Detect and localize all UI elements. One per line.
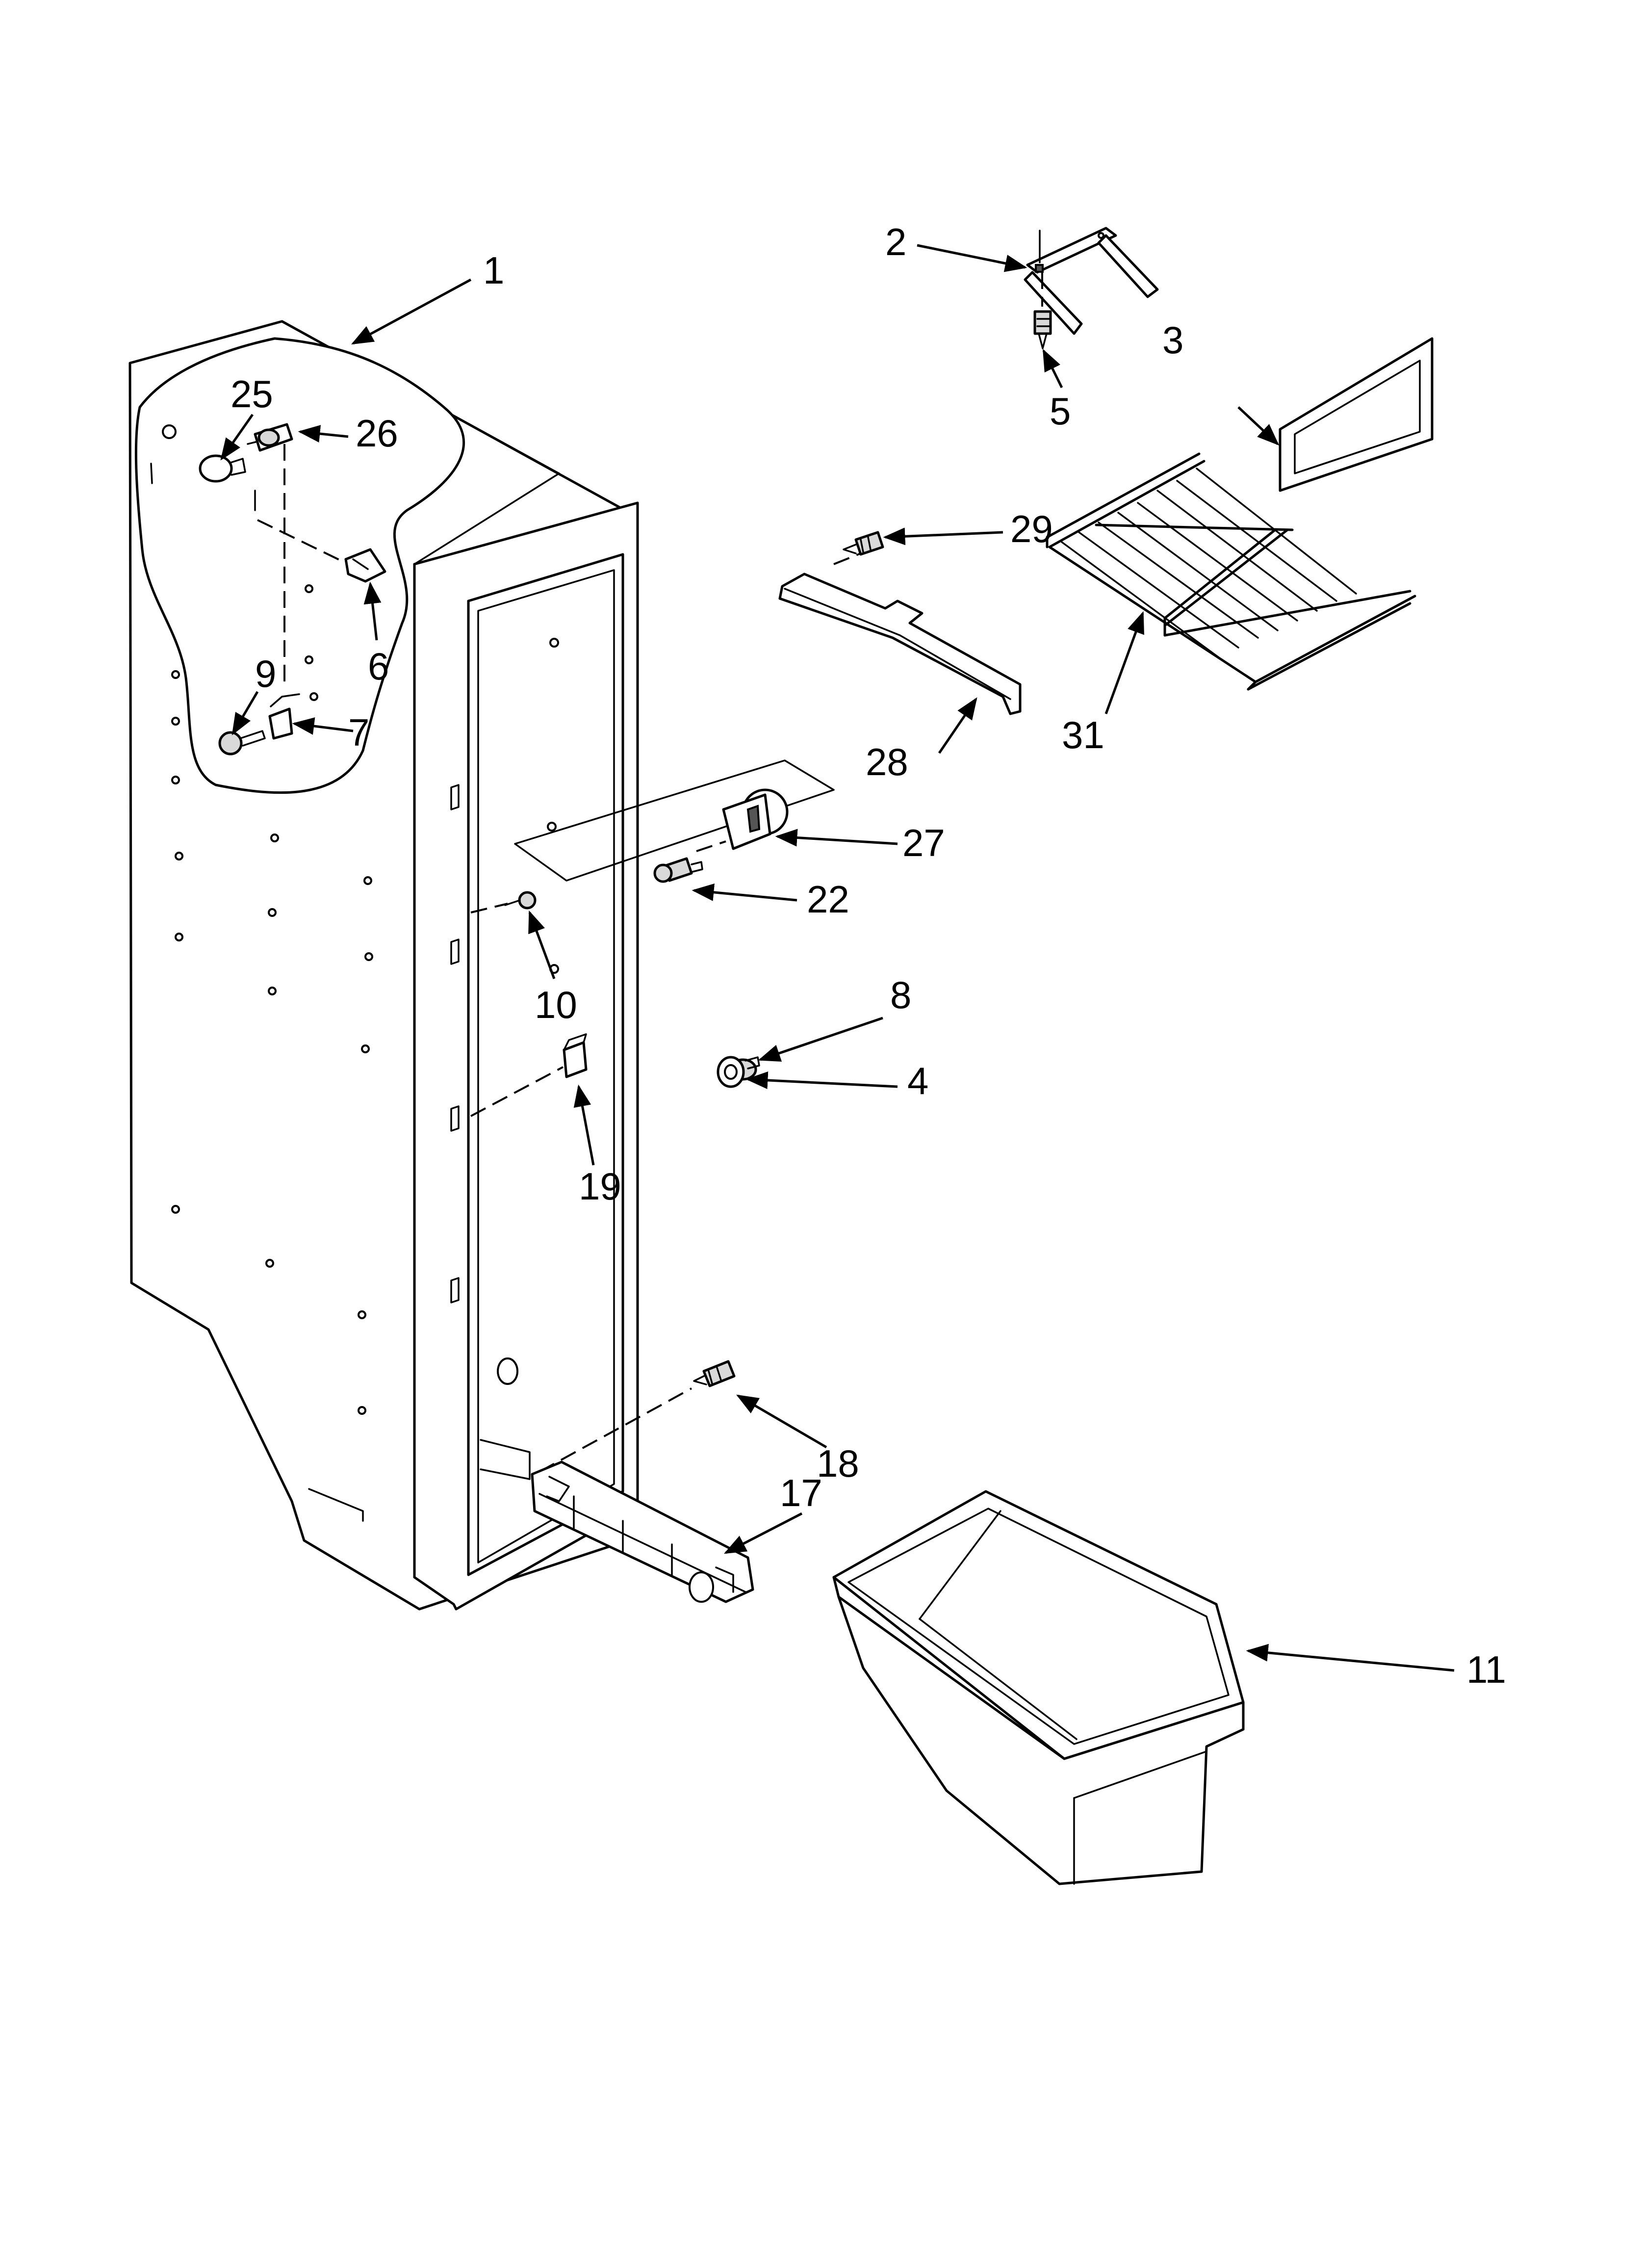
clip: [470, 1033, 588, 1117]
wire-shelf: [1046, 452, 1416, 691]
callout-27: 27: [902, 821, 945, 864]
ice-bin: [832, 1490, 1245, 1885]
shelf-rail: [778, 548, 1022, 715]
callout-11: 11: [1466, 1648, 1506, 1691]
callout-2: 2: [885, 220, 906, 263]
callout-26: 26: [356, 412, 398, 455]
bottom-trim: [531, 1460, 754, 1603]
cam-screw: [653, 857, 703, 883]
callout-4: 4: [907, 1059, 928, 1102]
callout-25: 25: [231, 372, 273, 416]
light-socket: [247, 423, 293, 452]
front-screw: [470, 891, 537, 913]
screw: [218, 730, 266, 756]
callout-1: 1: [483, 249, 504, 292]
shelf-cam: [514, 759, 835, 882]
shelf-bracket: [1024, 227, 1159, 335]
callout-labels: 1 2 5 3 29 31 28 27 22 8 4 10 19 18 17 1…: [231, 220, 1506, 1691]
roller: [717, 1056, 760, 1088]
bottom-screw: [539, 1360, 736, 1473]
liner-holes: [171, 638, 559, 1415]
leader-lines: [220, 244, 1455, 1672]
callout-22: 22: [807, 878, 849, 921]
callout-28: 28: [866, 740, 908, 783]
callout-17: 17: [780, 1471, 822, 1514]
callout-5: 5: [1050, 390, 1071, 433]
callout-6: 6: [368, 645, 389, 688]
callout-19: 19: [579, 1165, 621, 1208]
callout-31: 31: [1062, 713, 1104, 756]
cutaway-detail: [134, 337, 465, 794]
shelf-trim: [1279, 337, 1434, 492]
switch: [268, 693, 300, 740]
light-bulb: [199, 454, 246, 483]
rail-screw: [843, 531, 884, 556]
callout-7: 7: [348, 711, 369, 754]
callout-10: 10: [535, 983, 577, 1026]
callout-3: 3: [1162, 318, 1183, 362]
bracket-screw: [1033, 272, 1052, 349]
callout-29: 29: [1010, 507, 1053, 550]
light-shield: [344, 548, 386, 583]
callout-8: 8: [890, 973, 911, 1017]
callout-9: 9: [255, 652, 276, 695]
callout-18: 18: [817, 1442, 859, 1485]
